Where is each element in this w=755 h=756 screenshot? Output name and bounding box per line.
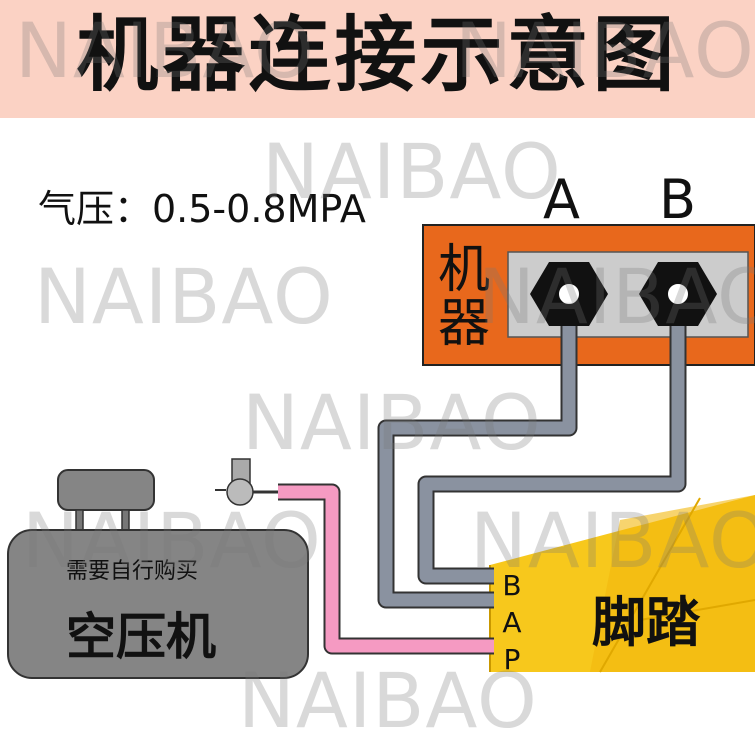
machine-port-a-label: A: [543, 168, 580, 231]
title-banner: [0, 0, 755, 118]
watermark: NAIBAO: [22, 496, 322, 585]
foot-pedal-shade: [590, 495, 755, 672]
fitting-port: [666, 282, 690, 306]
page-title: 机器连接示意图: [76, 8, 679, 103]
compressor-icon: [7, 529, 309, 679]
pressure-label: 气压：0.5-0.8MPA: [38, 187, 366, 231]
pedal-port-p-label: P: [503, 643, 521, 676]
watermark: NAIBAO: [15, 6, 315, 95]
watermark: NAIBAO: [470, 496, 755, 585]
pedal-label: 脚踏: [592, 591, 700, 654]
watermark: NAIBAO: [34, 252, 334, 341]
pedal-port-a-label: A: [502, 606, 522, 639]
fitting-port: [557, 282, 581, 306]
compressor-motor: [57, 469, 155, 511]
watermark: NAIBAO: [478, 252, 755, 341]
air-hose-b: [379, 300, 576, 607]
watermark: NAIBAO: [262, 127, 562, 216]
foot-pedal-crease: [599, 497, 701, 673]
machine-port-b-label: B: [659, 168, 697, 231]
pedal-port-b-label: B: [502, 569, 522, 602]
watermark: NAIBAO: [238, 656, 538, 745]
supply-hose: [278, 485, 494, 653]
watermark: NAIBAO: [455, 6, 755, 95]
compressor-label: 空压机: [66, 608, 216, 666]
foot-pedal-crease: [639, 599, 755, 621]
pedal-port-labels: B A P: [498, 567, 526, 678]
compressor-note: 需要自行购买: [66, 559, 199, 584]
watermark: NAIBAO: [242, 378, 542, 467]
air-hose-a: [419, 300, 685, 583]
machine-label: 机器: [437, 240, 490, 354]
